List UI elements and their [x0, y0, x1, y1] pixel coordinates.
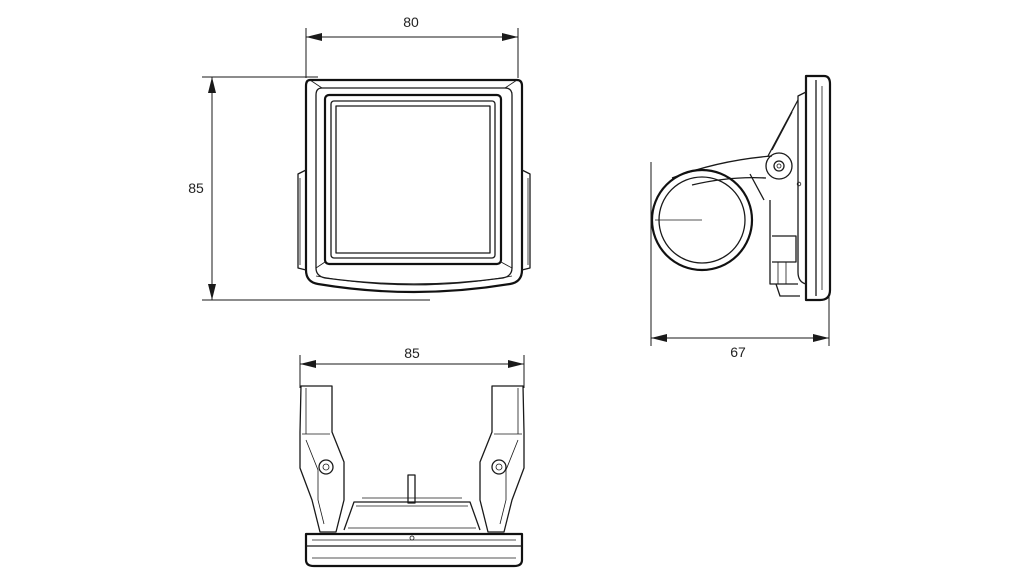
bottom-width-dimension: 85: [299, 345, 525, 388]
front-view: [297, 78, 531, 294]
side-view: [650, 74, 832, 302]
front-height-label: 85: [188, 180, 204, 196]
bottom-width-label: 85: [404, 345, 420, 361]
side-depth-dimension: 67: [650, 162, 830, 360]
bottom-view: [299, 385, 525, 568]
front-width-dimension: 80: [305, 14, 519, 78]
front-width-label: 80: [403, 14, 419, 30]
front-height-dimension: 85: [188, 76, 430, 301]
side-depth-label: 67: [730, 344, 746, 360]
